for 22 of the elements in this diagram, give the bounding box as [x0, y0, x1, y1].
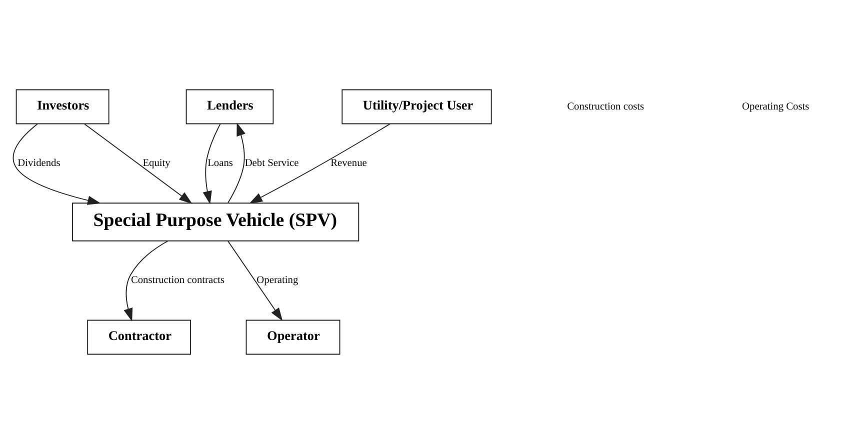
node-box: Lenders [186, 88, 274, 124]
node-box: Contractor [87, 319, 192, 354]
arrow [124, 240, 168, 321]
edge-label: Operating [256, 274, 298, 286]
edge-label: Construction contracts [130, 274, 225, 286]
edge-label: Loans [208, 158, 233, 169]
arrow [84, 122, 192, 204]
arrow [228, 122, 246, 203]
node-box: Investors [16, 88, 110, 124]
edge-label: Dividends [18, 158, 60, 169]
edge-label: Revenue [330, 158, 367, 169]
node-box: Operator [246, 319, 340, 354]
edge-label: Debt Service [244, 158, 299, 169]
edge-label: Equity [142, 158, 170, 169]
arrow [202, 122, 221, 204]
label: Construction costs [567, 100, 644, 112]
node-box: Utility/Project User [342, 88, 492, 124]
label: Operating Costs [742, 100, 810, 112]
arrow [227, 240, 283, 321]
arrow [12, 123, 101, 204]
arrow [249, 122, 390, 204]
node-box: Special Purpose Vehicle (SPV) [72, 202, 360, 241]
